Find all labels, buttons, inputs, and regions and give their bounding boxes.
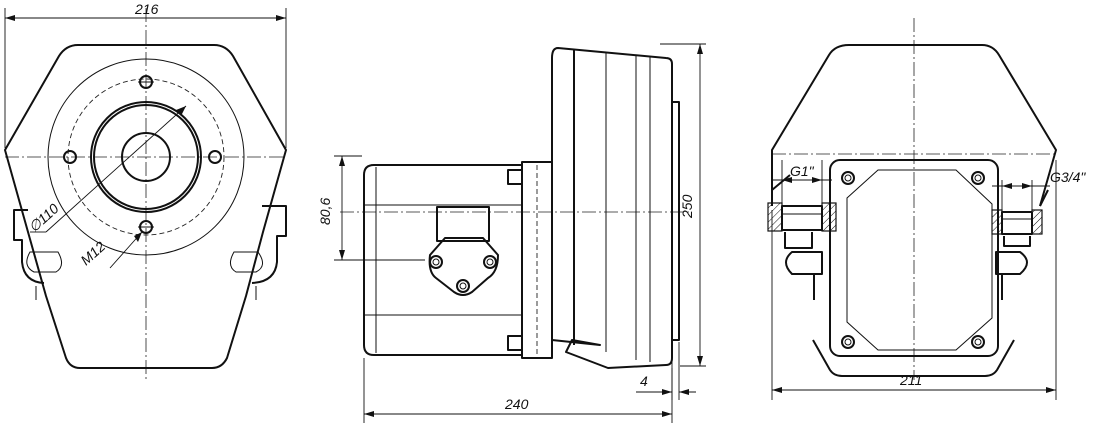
terminal-box — [829, 159, 999, 357]
dim-port-right-label: G3/4" — [1050, 169, 1086, 185]
dim-diameter-label: ∅110 — [25, 200, 62, 235]
rear-view: G1" G3/4" 211 — [767, 18, 1086, 400]
gearbox-housing — [551, 47, 673, 369]
front-bolt-holes — [63, 75, 222, 234]
dim-length-label: 240 — [504, 396, 529, 412]
front-housing-outline — [4, 44, 287, 369]
port-right — [991, 209, 1043, 247]
front-lug-left — [13, 209, 45, 284]
dim-front-width-label: 216 — [134, 1, 159, 17]
dim-port-left-label: G1" — [790, 163, 815, 179]
dim-gap-label: 4 — [640, 373, 648, 389]
front-view: ∅110 M12 216 — [4, 1, 287, 380]
front-lug-right — [251, 205, 287, 284]
side-top-block — [436, 206, 490, 242]
dim-thread-label: M12 — [77, 238, 108, 268]
dim-height-250-label: 250 — [679, 194, 695, 219]
port-left — [767, 202, 837, 249]
rear-housing-outline — [771, 44, 1057, 207]
dim-height-80-label: 80,6 — [317, 198, 333, 225]
pump-flange — [428, 237, 499, 296]
motor-body — [363, 164, 523, 356]
side-view: 80,6 250 4 240 — [317, 43, 706, 423]
dim-rear-width-label: 211 — [899, 372, 922, 388]
